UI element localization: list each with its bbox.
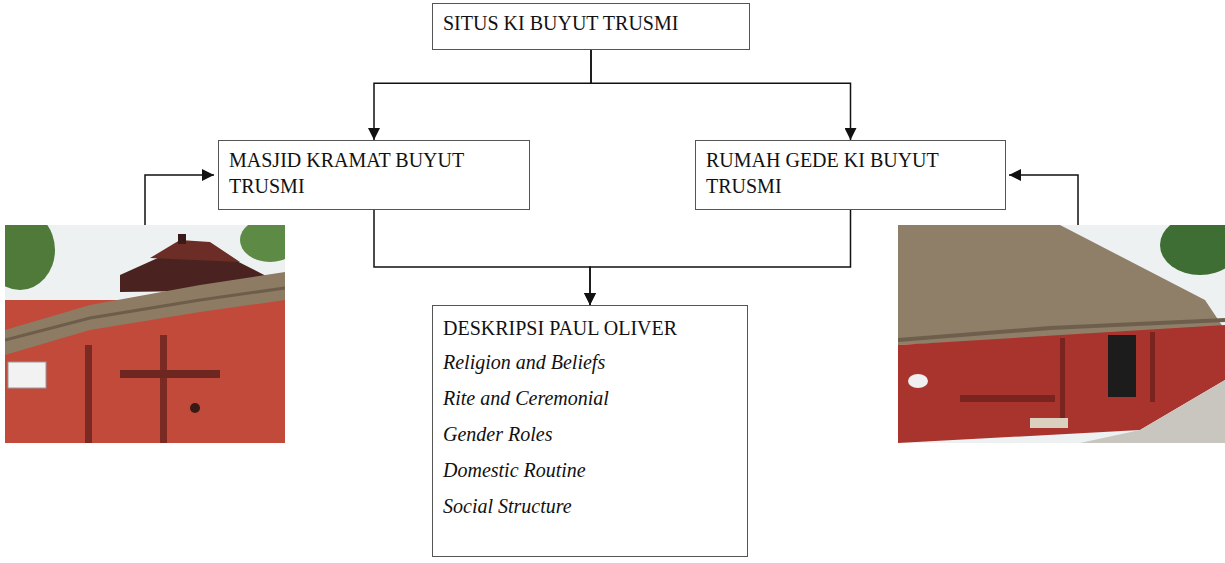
photo-arrow	[145, 175, 214, 225]
box-title: RUMAH GEDE KI BUYUT TRUSMI	[706, 147, 995, 199]
connector	[591, 50, 851, 140]
list-item: Religion and Beliefs	[443, 344, 737, 380]
box-title: SITUS KI BUYUT TRUSMI	[443, 10, 739, 36]
house-box: RUMAH GEDE KI BUYUT TRUSMI	[695, 140, 1006, 210]
list-item: Rite and Ceremonial	[443, 380, 737, 416]
list-item: Domestic Routine	[443, 452, 737, 488]
photo-arrow	[1009, 175, 1078, 225]
connector	[374, 210, 590, 305]
house-photo	[898, 225, 1225, 443]
box-title: DESKRIPSI PAUL OLIVER	[443, 312, 737, 344]
connector	[374, 50, 591, 140]
mosque-photo	[5, 225, 285, 443]
mosque-box: MASJID KRAMAT BUYUT TRUSMI	[218, 140, 530, 210]
site-box: SITUS KI BUYUT TRUSMI	[432, 3, 750, 50]
description-box: DESKRIPSI PAUL OLIVERReligion and Belief…	[432, 305, 748, 557]
list-item: Gender Roles	[443, 416, 737, 452]
box-title: MASJID KRAMAT BUYUT TRUSMI	[229, 147, 519, 199]
list-item: Social Structure	[443, 488, 737, 524]
connector	[590, 210, 851, 305]
